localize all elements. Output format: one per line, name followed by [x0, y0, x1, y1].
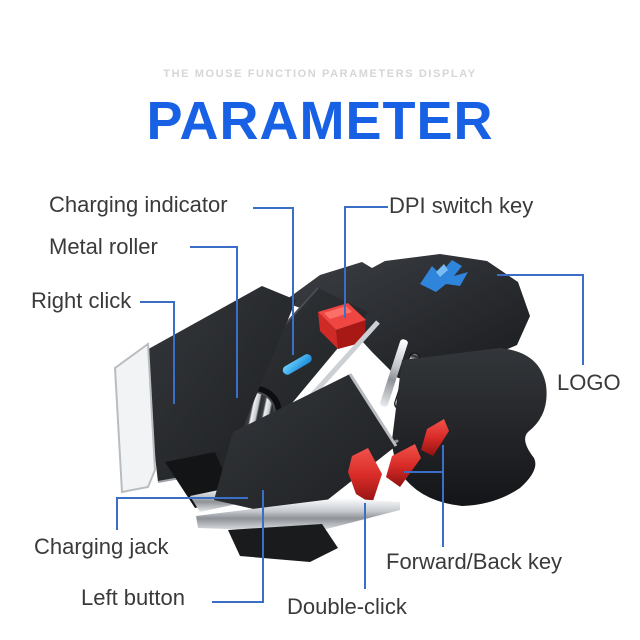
callout-charging-indicator-line: [253, 207, 294, 355]
front-base-foot: [228, 524, 338, 562]
chrome-skid: [196, 498, 400, 532]
label-metal-roller: Metal roller: [49, 234, 158, 259]
left-button-plate: [214, 374, 396, 520]
label-left-button: Left button: [81, 585, 185, 610]
callout-charging-jack-line: [116, 497, 248, 530]
label-right-click: Right click: [31, 288, 132, 313]
left-plate-edge: [348, 373, 398, 447]
double-click-button: [348, 448, 382, 504]
callout-metal-roller-line: [190, 246, 238, 398]
led-indicator-strip: [282, 354, 312, 375]
callout-logo-line: [497, 274, 584, 365]
page-caption: THE MOUSE FUNCTION PARAMETERS DISPLAY: [163, 68, 477, 80]
logo-glyph: [420, 260, 468, 292]
side-button-back: [386, 444, 421, 487]
label-double-click: Double-click: [287, 594, 407, 619]
left-wing-trim: [113, 342, 157, 494]
callout-left-button-line: [212, 490, 264, 603]
callout-dpi-line: [344, 206, 388, 318]
side-button-forward: [421, 419, 449, 456]
page-title: PARAMETER: [146, 91, 494, 151]
label-charging-indicator: Charging indicator: [49, 192, 228, 217]
callout-lines: [116, 206, 584, 603]
label-forward-back-key: Forward/Back key: [386, 549, 563, 574]
chrome-rail-back: [380, 339, 408, 407]
side-wing: [392, 348, 547, 506]
label-charging-jack: Charging jack: [34, 534, 169, 559]
label-logo: LOGO: [557, 370, 621, 395]
callout-right-click-line: [140, 301, 175, 404]
label-dpi-switch-key: DPI switch key: [389, 193, 534, 218]
logo-glyph-highlight: [436, 264, 448, 277]
dpi-switch-button: [318, 303, 366, 349]
right-click-plate: [143, 286, 296, 482]
